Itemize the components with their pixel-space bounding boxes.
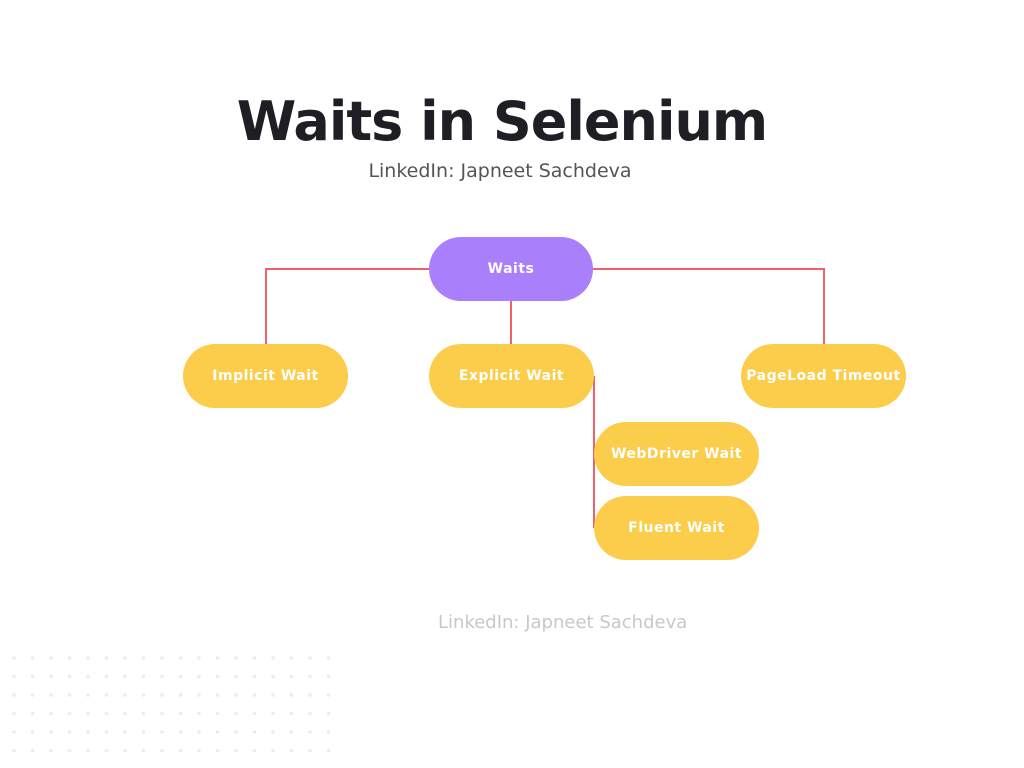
page-title: Waits in Selenium [236,90,768,153]
watermark-text: LinkedIn: Japneet Sachdeva [438,612,688,633]
node-implicit-wait: Implicit Wait [183,344,348,408]
connector-root-right [592,268,825,270]
node-waits: Waits [429,237,593,301]
connector-right-down [823,268,825,346]
connector-root-center [510,300,512,346]
node-explicit-wait: Explicit Wait [429,344,594,408]
author-subtitle: LinkedIn: Japneet Sachdeva [368,160,632,182]
node-fluent-wait: Fluent Wait [594,496,759,560]
connector-root-left [266,268,430,270]
decorative-dot-grid [10,654,340,762]
node-webdriver-wait: WebDriver Wait [594,422,759,486]
connector-left-down [265,268,267,346]
node-pageload-timeout: PageLoad Timeout [741,344,906,408]
